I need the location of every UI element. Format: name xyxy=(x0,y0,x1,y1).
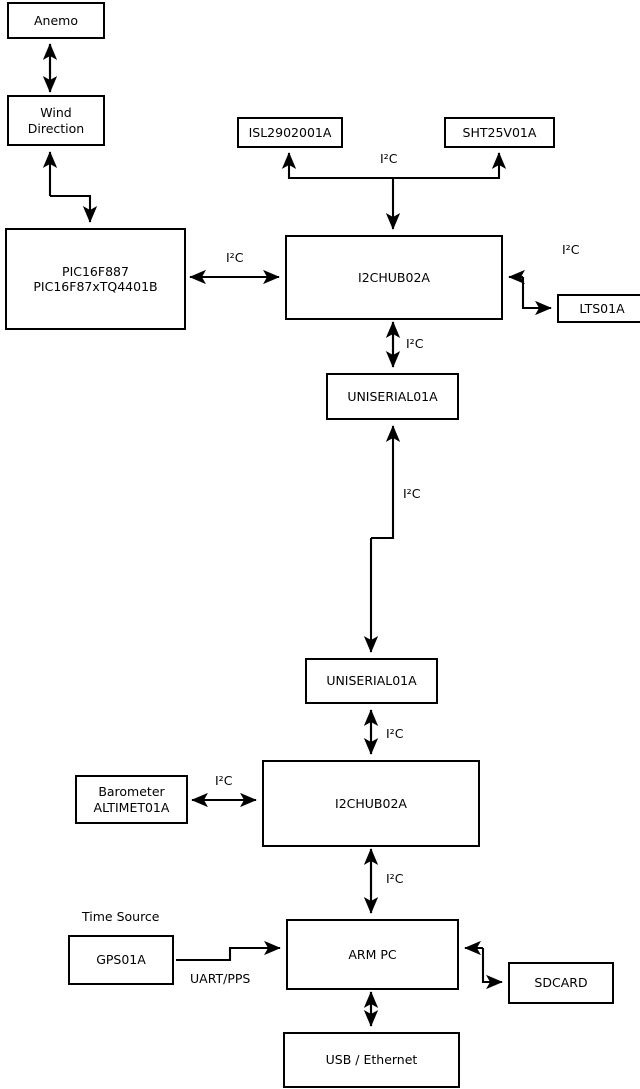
node-usb-ethernet[interactable]: USB / Ethernet xyxy=(283,1032,460,1088)
node-pic-microcontroller[interactable]: PIC16F887 PIC16F87xTQ4401B xyxy=(5,228,186,330)
edge-label-hub2-arm: I²C xyxy=(386,871,404,886)
node-i2chub02a-top[interactable]: I2CHUB02A xyxy=(285,235,503,320)
wire-uni-uni-up xyxy=(371,425,401,540)
node-arm-pc[interactable]: ARM PC xyxy=(286,919,459,990)
label-time-source: Time Source xyxy=(82,909,160,924)
wire-sdcard-out xyxy=(481,948,503,990)
node-barometer-altimet01a[interactable]: Barometer ALTIMET01A xyxy=(75,775,188,824)
edge-label-uniserial-uniserial: I²C xyxy=(403,486,421,501)
edge-label-barometer-hub2: I²C xyxy=(215,773,233,788)
node-gps01a[interactable]: GPS01A xyxy=(68,935,174,985)
wire-pic-wind-jog xyxy=(50,194,98,223)
wire-bus-sht xyxy=(393,152,507,180)
node-sht25v01a[interactable]: SHT25V01A xyxy=(444,117,555,148)
wire-lts-out xyxy=(521,277,552,316)
node-sdcard[interactable]: SDCARD xyxy=(508,962,614,1004)
edge-label-pic-hub: I²C xyxy=(226,250,244,265)
edge-label-hub-lts: I²C xyxy=(562,242,580,257)
wire-gps-arm xyxy=(176,940,281,962)
node-wind-direction[interactable]: Wind Direction xyxy=(7,95,105,146)
node-isl2902001a[interactable]: ISL2902001A xyxy=(237,117,343,148)
node-i2chub02a-bottom[interactable]: I2CHUB02A xyxy=(262,760,480,847)
node-uniserial01a-upper[interactable]: UNISERIAL01A xyxy=(326,373,459,420)
edge-label-sensor-bus: I²C xyxy=(380,151,398,166)
node-uniserial01a-lower[interactable]: UNISERIAL01A xyxy=(305,658,438,704)
edge-label-gps-arm: UART/PPS xyxy=(190,971,251,986)
edge-label-uniserial-hub2: I²C xyxy=(386,726,404,741)
node-anemo[interactable]: Anemo xyxy=(7,2,105,39)
edge-label-hub-uniserial: I²C xyxy=(406,336,424,351)
wire-bus-isl xyxy=(281,152,393,180)
node-lts01a[interactable]: LTS01A xyxy=(557,294,640,323)
